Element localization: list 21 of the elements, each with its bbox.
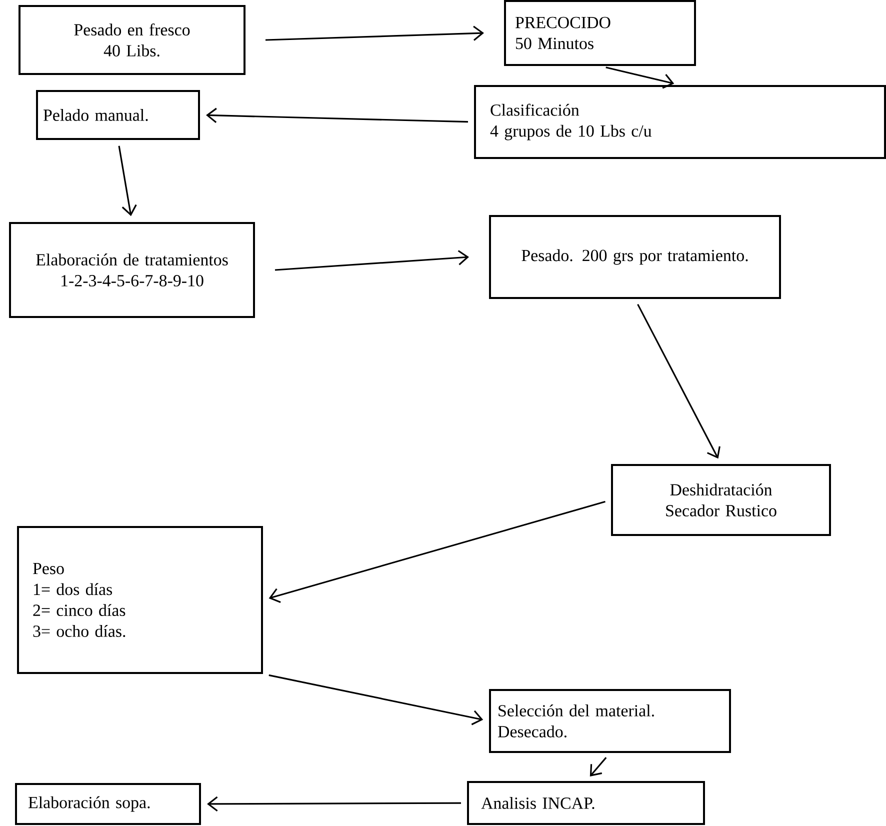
process-box: Pesado. 200 grs por tratamiento. [489,215,781,299]
process-box: Pesado en fresco 40 Libs. [18,5,246,75]
arrow [268,674,484,726]
arrow [265,26,484,41]
process-box: Elaboración sopa. [15,783,201,825]
arrow [274,250,469,271]
process-box: Selección del material. Desecado. [489,689,731,753]
arrow [637,304,720,459]
arrow [590,757,607,776]
process-box: Clasificación 4 grupos de 10 Lbs c/u [474,85,886,159]
process-box: Elaboración de tratamientos 1-2-3-4-5-6-7-8-9-10 [9,222,255,318]
arrow [606,66,674,89]
arrow [206,108,468,123]
process-box: Analisis INCAP. [467,781,705,825]
process-box: Deshidratación Secador Rustico [611,464,831,536]
arrow [268,500,606,603]
arrow [207,796,462,812]
process-box: Pelado manual. [36,90,200,140]
arrow [118,146,137,216]
process-box: PRECOCIDO 50 Minutos [504,0,696,66]
process-box: Peso 1= dos días 2= cinco días 3= ocho días. [17,526,263,674]
